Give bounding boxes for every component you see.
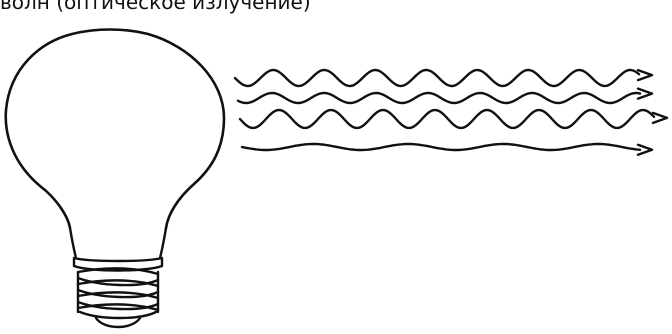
wave-line — [242, 144, 640, 150]
wave-ray-1 — [235, 70, 652, 86]
bulb-neck — [70, 228, 76, 258]
wave-line — [235, 70, 639, 86]
wave-ray-4 — [242, 144, 652, 155]
bulb-contact — [96, 318, 140, 327]
wave-group — [235, 70, 667, 155]
arrowhead-icon — [638, 70, 652, 80]
wave-ray-2 — [238, 89, 652, 103]
wave-line — [240, 110, 654, 128]
screw-base — [78, 268, 158, 318]
wave-ray-3 — [240, 110, 667, 128]
arrowhead-icon — [653, 113, 667, 123]
wave-line — [238, 93, 640, 103]
bulb-neck — [160, 228, 166, 258]
bulb-glass — [6, 30, 224, 229]
light-bulb-icon — [6, 30, 224, 328]
